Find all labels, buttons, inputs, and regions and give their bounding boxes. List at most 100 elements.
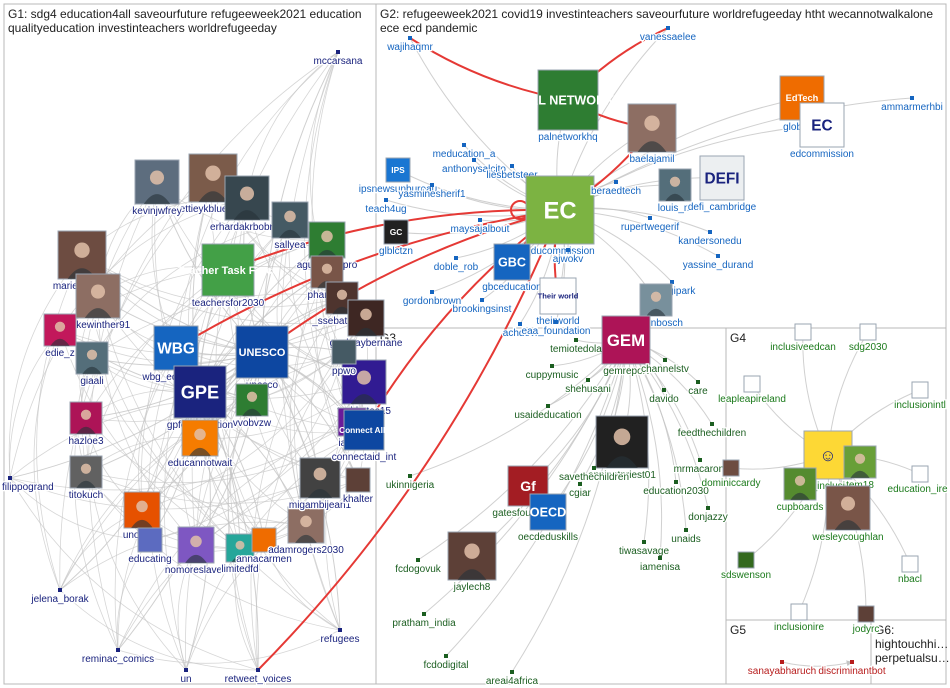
node-education2030[interactable]: education2030 bbox=[642, 480, 710, 498]
node-sdg2030[interactable]: sdg2030 bbox=[848, 323, 889, 354]
node-anthonysalcito[interactable]: anthonysalcito bbox=[441, 158, 508, 176]
node-refugees[interactable]: refugees bbox=[319, 628, 361, 646]
node-savethechildren[interactable]: savethechildren bbox=[558, 466, 630, 484]
node-edie-z[interactable]: edie_z bbox=[43, 313, 77, 360]
node-achdevi[interactable]: achdevi bbox=[502, 322, 538, 340]
node-cupboards[interactable]: cupboards bbox=[775, 467, 825, 514]
node-discriminantbot[interactable]: discriminantbot bbox=[817, 660, 887, 678]
node-teach4ug[interactable]: teach4ug bbox=[364, 198, 408, 216]
node-filippogrand[interactable]: filippogrand bbox=[1, 476, 55, 494]
node-ajwokv[interactable]: ajwokv bbox=[551, 248, 585, 266]
node-erhardakrbobroe[interactable]: erhardakrbobroe bbox=[209, 175, 286, 234]
node-inclusionire[interactable]: inclusionire bbox=[773, 603, 826, 634]
node-giaali[interactable]: giaali bbox=[75, 341, 109, 388]
node-educating[interactable]: educating bbox=[127, 527, 173, 566]
node-tem18[interactable]: tem18 bbox=[843, 445, 877, 492]
node-educannotwait[interactable]: educannotwait bbox=[167, 419, 234, 470]
node-cgiar[interactable]: cgiar bbox=[568, 482, 593, 500]
node-maysajalbout[interactable]: maysajalbout bbox=[449, 218, 511, 236]
node-annacarmen[interactable]: annacarmen bbox=[235, 527, 293, 566]
node-sdswenson[interactable]: sdswenson bbox=[720, 551, 772, 582]
node-fcdogovuk[interactable]: fcdogovuk bbox=[394, 558, 443, 576]
node-doble-rob[interactable]: doble_rob bbox=[433, 256, 480, 274]
node-un[interactable]: un bbox=[179, 668, 193, 686]
node-feedthechildren[interactable]: feedthechildren bbox=[677, 422, 747, 440]
node-adamrogers2030[interactable]: adamrogers2030 bbox=[267, 506, 345, 557]
node-inclusionintl[interactable]: inclusionintl bbox=[893, 381, 947, 412]
node-unesco[interactable]: UNESCOunesco bbox=[235, 325, 289, 392]
node-ammarmerhbi[interactable]: ammarmerhbi bbox=[880, 96, 944, 114]
node-cuppymusic[interactable]: cuppymusic bbox=[524, 364, 580, 382]
node-mikewinther91[interactable]: mikewinther91 bbox=[65, 273, 132, 332]
node-sanayabharuch[interactable]: sanayabharuch bbox=[747, 660, 817, 678]
node-care[interactable]: care bbox=[687, 380, 709, 398]
node-dominiccardy[interactable]: dominiccardy bbox=[700, 459, 762, 490]
node-vanessaelee[interactable]: vanessaelee bbox=[639, 26, 698, 44]
node-jaylech8[interactable]: jaylech8 bbox=[447, 531, 497, 594]
node-khalter[interactable]: khalter bbox=[342, 467, 375, 506]
node-jodyrc[interactable]: jodyrc bbox=[850, 605, 881, 636]
avatar-face-icon bbox=[246, 391, 258, 402]
node-pratham-india[interactable]: pratham_india bbox=[391, 612, 457, 630]
node-wesleycoughlan[interactable]: wesleycoughlan bbox=[810, 485, 885, 544]
node-rupertwegerif[interactable]: rupertwegerif bbox=[620, 216, 681, 234]
node-leapleapireland[interactable]: leapleapireland bbox=[717, 375, 787, 406]
node-reminac-comics[interactable]: reminac_comics bbox=[81, 648, 155, 666]
node-beraedtech[interactable]: beraedtech bbox=[590, 180, 642, 198]
node-jelena-borak[interactable]: jelena_borak bbox=[29, 588, 91, 606]
node-usaideducation[interactable]: usaideducation bbox=[513, 404, 583, 422]
node-limitedfd[interactable]: limitedfd bbox=[220, 533, 260, 576]
node-nbacl[interactable]: nbacl bbox=[897, 555, 923, 586]
node-kandersonedu[interactable]: kandersonedu bbox=[677, 230, 743, 248]
node-education-ire[interactable]: education_ire bbox=[886, 465, 949, 496]
node-label: louis_m bbox=[658, 203, 692, 214]
node-meducation-a[interactable]: meducation_a bbox=[431, 143, 497, 161]
node-unaids[interactable]: unaids bbox=[670, 528, 702, 546]
node-inclusiveedcan[interactable]: inclusiveedcan bbox=[769, 323, 837, 354]
node-fcdodigital[interactable]: fcdodigital bbox=[422, 654, 470, 672]
node-ppwo[interactable]: ppwo bbox=[331, 339, 358, 378]
node-theirworld[interactable]: Their worldtheirworld bbox=[535, 277, 581, 328]
node-vvobvzw[interactable]: vvobvzw bbox=[232, 383, 273, 430]
node-hazloe3[interactable]: hazloe3 bbox=[67, 401, 105, 448]
node-iamenisa[interactable]: iamenisa bbox=[639, 556, 682, 574]
node-mrmacaroni[interactable]: mrmacaroni bbox=[672, 458, 728, 476]
node-label: gordonbrown bbox=[403, 296, 461, 307]
node-kevinjwfrey[interactable]: kevinjwfrey bbox=[131, 159, 183, 218]
node-sallyea[interactable]: sallyea bbox=[271, 201, 309, 252]
node-yasminesherif1[interactable]: yasminesherif1 bbox=[397, 183, 467, 201]
node-nomoreslaves[interactable]: nomoreslaves bbox=[164, 526, 228, 577]
node-yassine-durand[interactable]: yassine_durand bbox=[681, 254, 755, 272]
node-donjazzy[interactable]: donjazzy bbox=[687, 506, 729, 524]
node-louis-m[interactable]: louis_m bbox=[657, 168, 693, 215]
node-baelajamil[interactable]: baelajamil bbox=[627, 103, 677, 166]
node-titokuch[interactable]: titokuch bbox=[68, 455, 104, 502]
node-mccarsana[interactable]: mccarsana bbox=[312, 50, 364, 68]
node-eaa-foundation[interactable]: eaa_foundation bbox=[520, 320, 592, 338]
node-gordonbrown[interactable]: gordonbrown bbox=[402, 290, 462, 308]
node-channelstv[interactable]: channelstv bbox=[640, 358, 690, 376]
node-retweet-voices[interactable]: retweet_voices bbox=[223, 668, 293, 686]
node-shehusani[interactable]: shehusani bbox=[564, 378, 612, 396]
node-tiwasavage[interactable]: tiwasavage bbox=[618, 540, 671, 558]
node-ancientpriest01[interactable]: ancientpriest01 bbox=[587, 415, 658, 482]
node-wajihaqmr[interactable]: wajihaqmr bbox=[385, 36, 435, 54]
node-davido[interactable]: davido bbox=[648, 388, 680, 406]
node-temiotedola[interactable]: temiotedola bbox=[549, 338, 604, 356]
node-migambijean1[interactable]: migambijean1 bbox=[288, 457, 353, 512]
node-brookingsinst[interactable]: brookingsinst bbox=[451, 298, 513, 316]
node-ukinnigeria[interactable]: ukinnigeria bbox=[385, 474, 436, 492]
node-areai4africa[interactable]: areai4africa bbox=[485, 670, 540, 688]
